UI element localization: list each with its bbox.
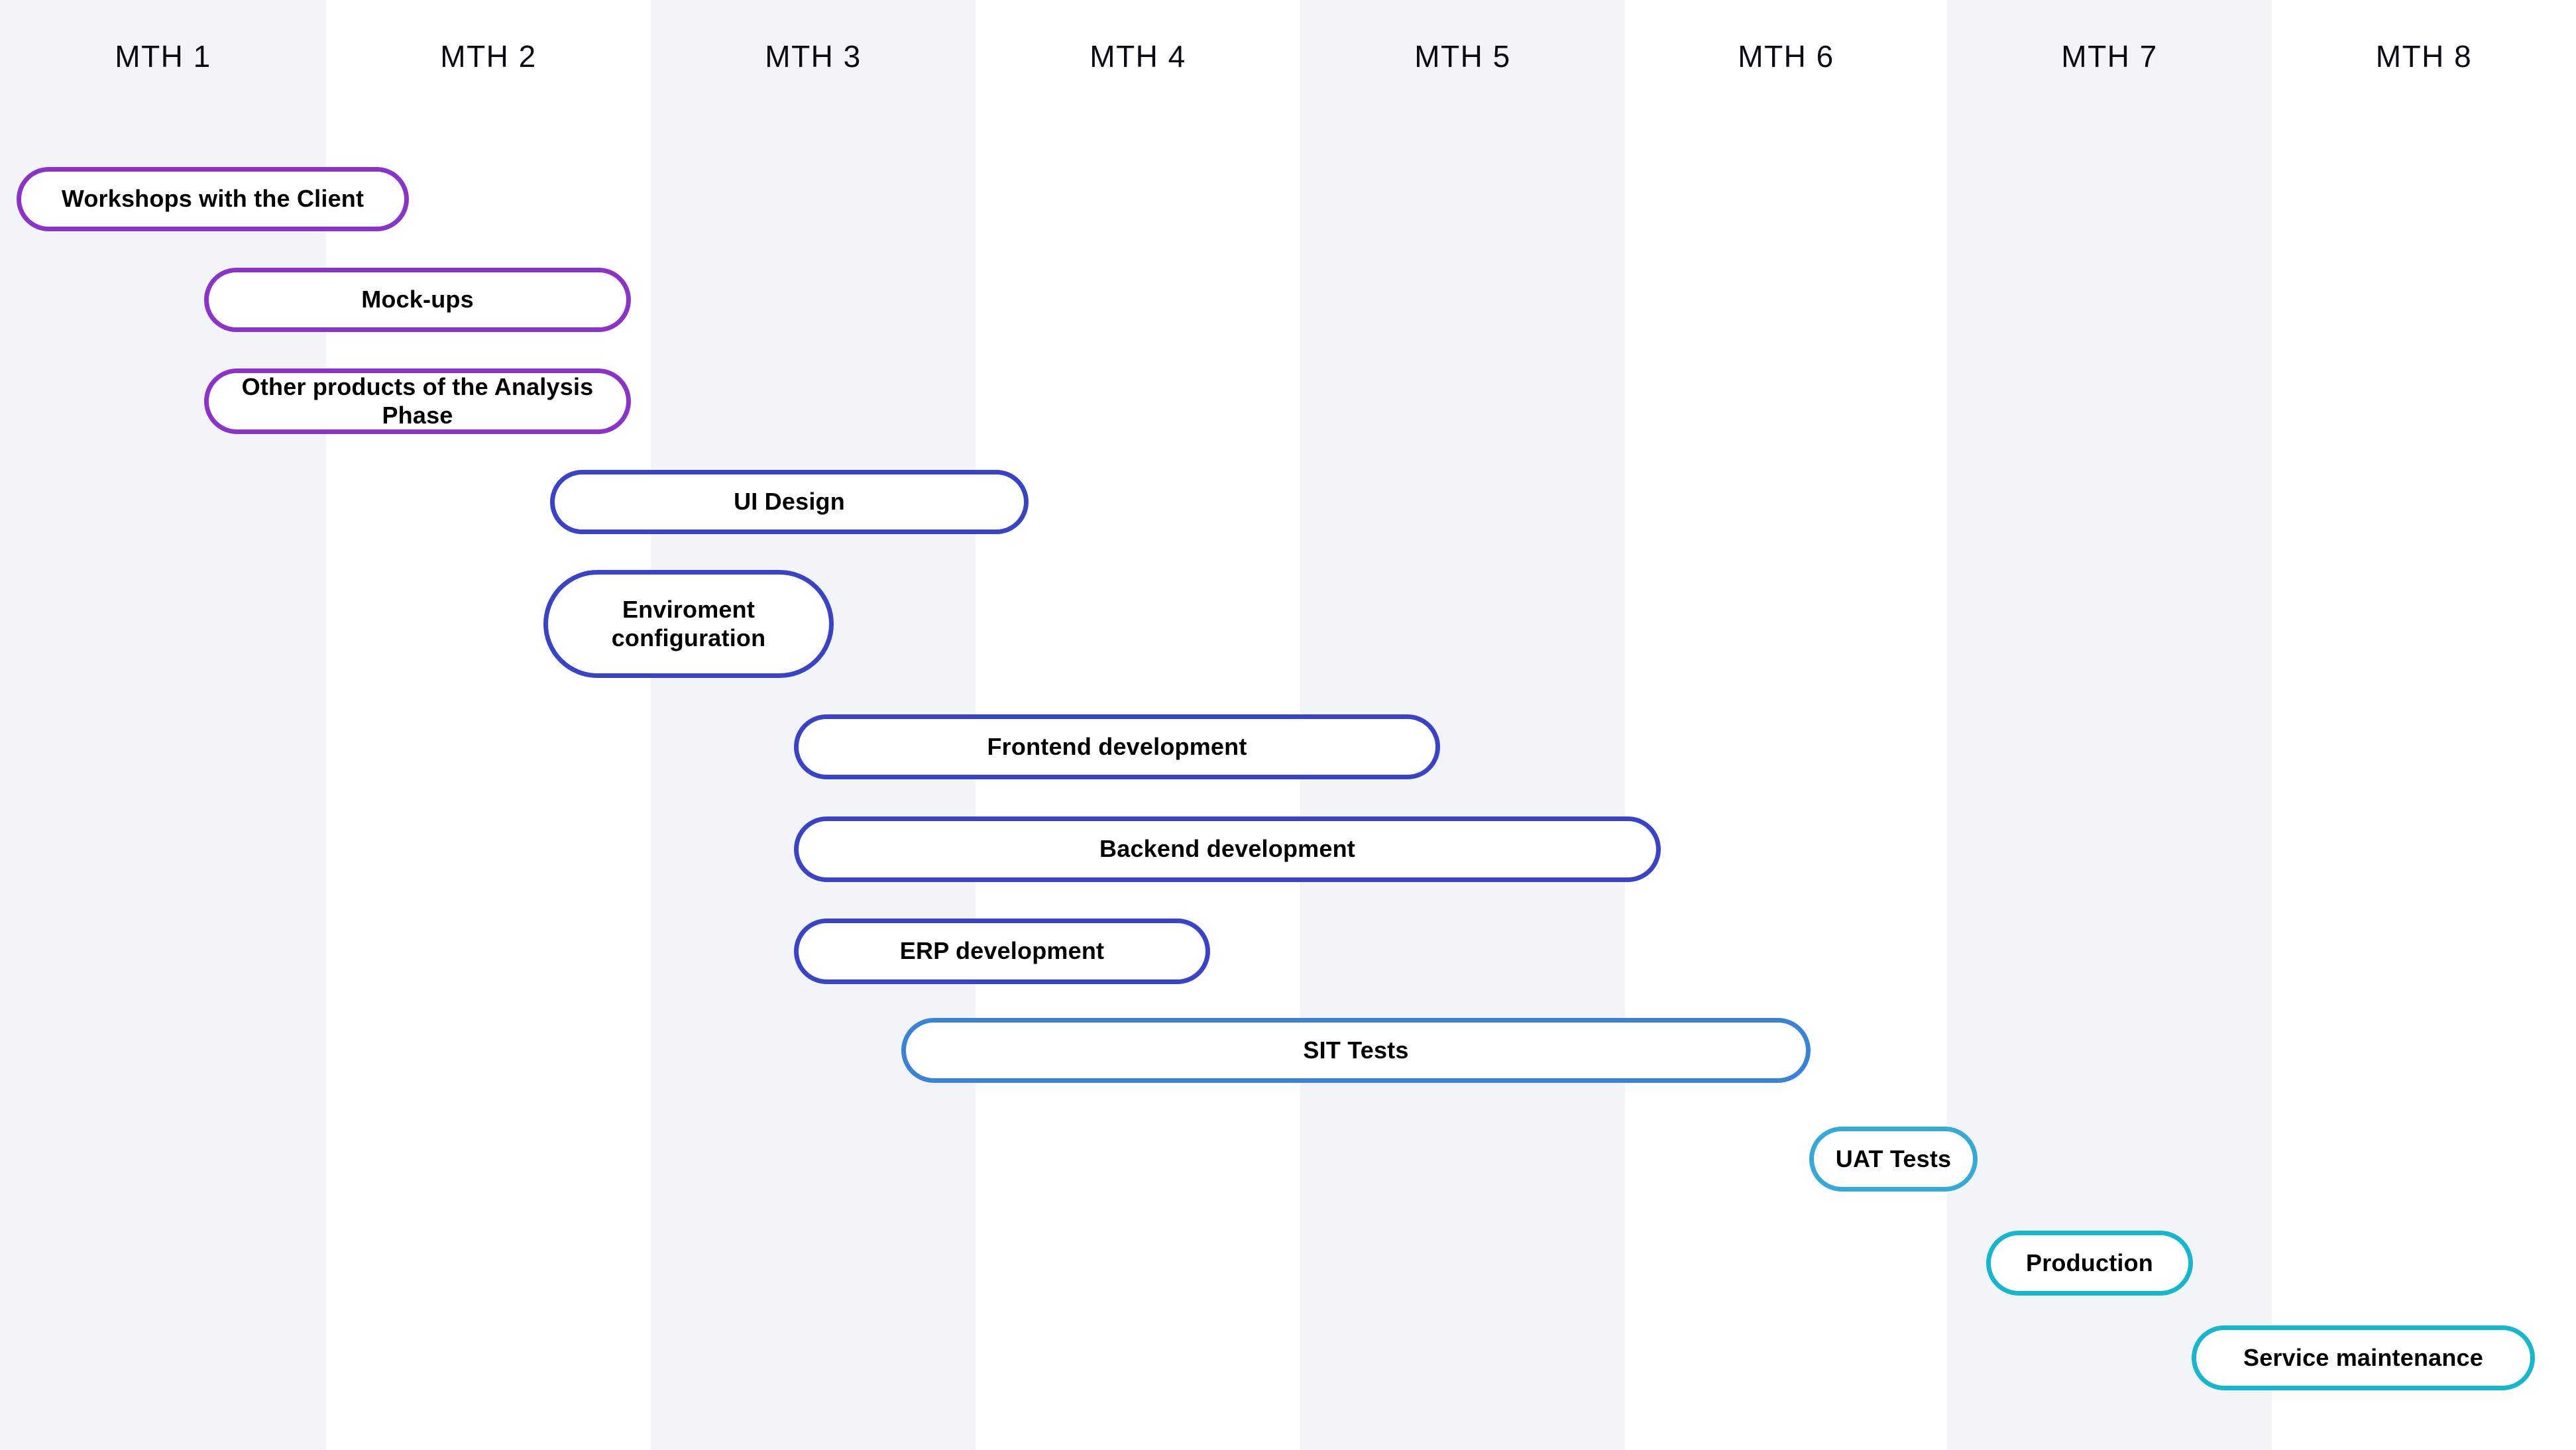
task-bar-label: Enviroment configuration bbox=[611, 596, 766, 651]
task-bar-label: Mock-ups bbox=[361, 286, 474, 313]
month-header-2: MTH 2 bbox=[440, 39, 537, 74]
month-band-6 bbox=[1625, 0, 1947, 1450]
month-header-3: MTH 3 bbox=[765, 39, 862, 74]
task-bar-label: Frontend development bbox=[987, 732, 1247, 760]
task-bar-label: ERP development bbox=[899, 937, 1105, 965]
task-bar-label: UI Design bbox=[734, 488, 845, 516]
month-header-7: MTH 7 bbox=[2061, 39, 2158, 74]
task-bar-uat-tests[interactable]: UAT Tests bbox=[1809, 1127, 1978, 1192]
month-band-8 bbox=[2272, 0, 2576, 1450]
task-bar-mock-ups[interactable]: Mock-ups bbox=[204, 268, 631, 332]
month-header-4: MTH 4 bbox=[1090, 39, 1186, 74]
month-header-1: MTH 1 bbox=[115, 39, 211, 74]
task-bar-label: SIT Tests bbox=[1303, 1036, 1409, 1064]
task-bar-label: Backend development bbox=[1099, 835, 1355, 863]
month-band-2 bbox=[326, 0, 651, 1450]
task-bar-label: Service maintenance bbox=[2243, 1343, 2483, 1371]
task-bar-label: Production bbox=[2026, 1249, 2153, 1276]
month-header-5: MTH 5 bbox=[1414, 39, 1511, 74]
task-bar-ui-design[interactable]: UI Design bbox=[550, 470, 1029, 534]
month-header-8: MTH 8 bbox=[2375, 39, 2473, 74]
task-bar-sit-tests[interactable]: SIT Tests bbox=[901, 1018, 1811, 1083]
task-bar-label: UAT Tests bbox=[1835, 1144, 1952, 1172]
task-bar-backend-development[interactable]: Backend development bbox=[794, 816, 1661, 882]
month-band-7 bbox=[1947, 0, 2272, 1450]
task-bar-enviroment-configuration[interactable]: Enviroment configuration bbox=[543, 570, 834, 678]
month-band-1 bbox=[0, 0, 326, 1450]
month-header-6: MTH 6 bbox=[1738, 39, 1834, 74]
month-header-row: MTH 1 MTH 2 MTH 3 MTH 4 MTH 5 MTH 6 MTH 7 MTH 8 bbox=[0, 0, 2576, 99]
task-bar-frontend-development[interactable]: Frontend development bbox=[794, 714, 1440, 779]
task-bar-service-maintenance[interactable]: Service maintenance bbox=[2192, 1325, 2535, 1390]
task-bar-production[interactable]: Production bbox=[1986, 1231, 2193, 1296]
task-bar-erp-development[interactable]: ERP development bbox=[794, 919, 1210, 984]
task-bar-label: Other products of the Analysis Phase bbox=[241, 373, 594, 429]
task-bar-other-products-of-the-analysis-phase[interactable]: Other products of the Analysis Phase bbox=[204, 368, 631, 434]
task-bar-workshops-with-the-client[interactable]: Workshops with the Client bbox=[17, 167, 409, 231]
task-bar-label: Workshops with the Client bbox=[61, 185, 364, 213]
